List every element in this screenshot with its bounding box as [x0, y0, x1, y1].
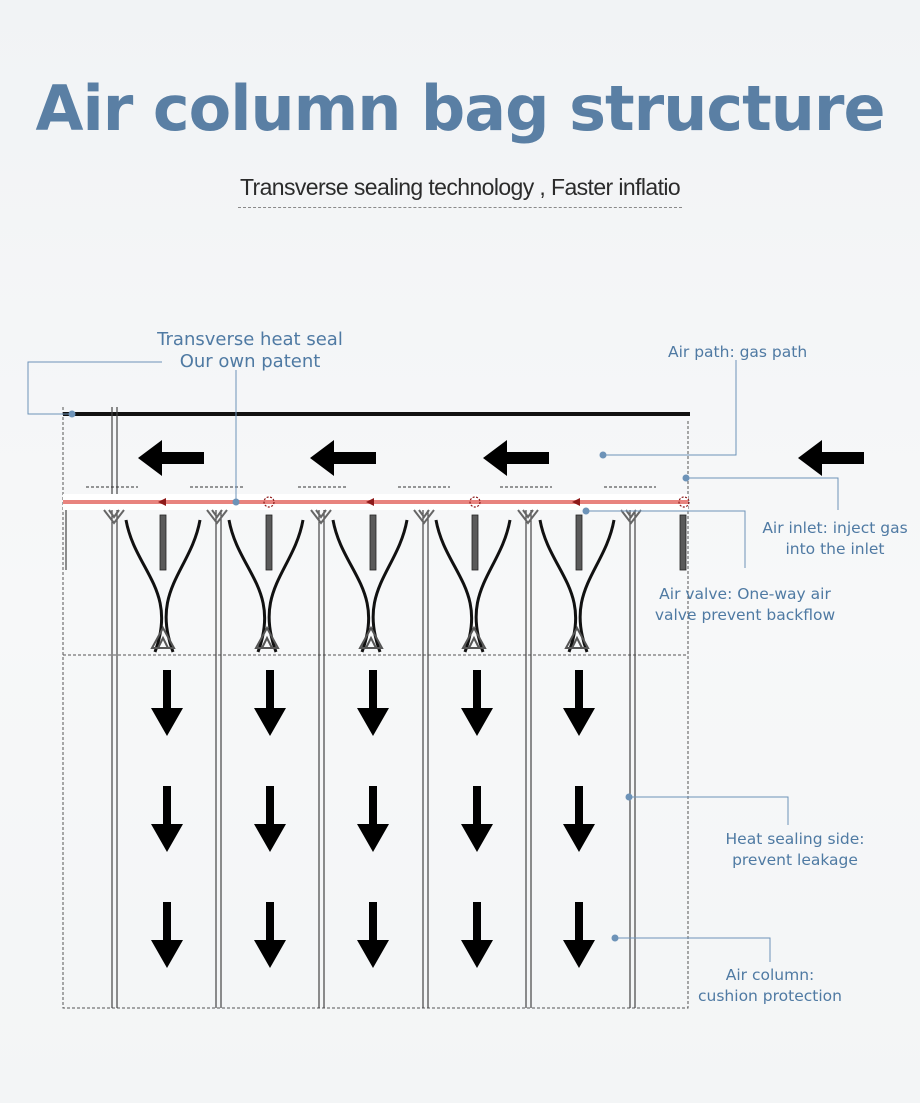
label-air-inlet: Air inlet: inject gas into the inlet: [762, 519, 908, 558]
down-arrow-icon: [461, 902, 493, 968]
down-arrow-icon: [151, 902, 183, 968]
air-channel-bars: [159, 514, 687, 571]
down-arrow-icon: [357, 902, 389, 968]
leader-lines: [27, 360, 839, 962]
down-arrow-icon: [254, 670, 286, 736]
label-air-path: Air path: gas path: [668, 343, 808, 361]
label-air-column: Air column: cushion protection: [698, 966, 842, 1005]
down-arrow-icon: [461, 786, 493, 852]
down-arrow-icon: [563, 670, 595, 736]
down-arrow-icon: [563, 786, 595, 852]
subtitle-text: Transverse sealing technology , Faster i…: [237, 174, 683, 208]
down-arrow-icon: [461, 670, 493, 736]
down-arrow-icon: [357, 786, 389, 852]
down-arrow-icon: [563, 902, 595, 968]
label-heat-sealing-side: Heat sealing side: prevent leakage: [725, 830, 865, 869]
label-transverse-heat-seal: Transverse heat seal Our own patent: [157, 329, 343, 372]
down-arrow-icon: [357, 670, 389, 736]
down-arrow-icon: [151, 670, 183, 736]
left-arrow-icon: [310, 440, 376, 476]
left-arrow-icon: [798, 440, 864, 476]
air-path-arrows: [138, 440, 864, 476]
subtitle: Transverse sealing technology , Faster i…: [0, 174, 920, 208]
air-column-arrows: [151, 670, 595, 968]
valve-flaps: [124, 519, 616, 653]
down-arrow-icon: [254, 786, 286, 852]
label-air-valve: Air valve: One-way air valve prevent bac…: [654, 585, 836, 624]
left-arrow-icon: [138, 440, 204, 476]
valve-up-chevrons: [150, 625, 590, 649]
left-arrow-icon: [483, 440, 549, 476]
leader-dots: [68, 410, 690, 942]
bag-outline: [62, 407, 689, 1009]
transverse-heat-seal: [63, 494, 690, 510]
column-dividers: [65, 407, 684, 1008]
valve-chevrons: [103, 509, 642, 525]
down-arrow-icon: [254, 902, 286, 968]
page-title: Air column bag structure: [35, 72, 885, 145]
down-arrow-icon: [151, 786, 183, 852]
